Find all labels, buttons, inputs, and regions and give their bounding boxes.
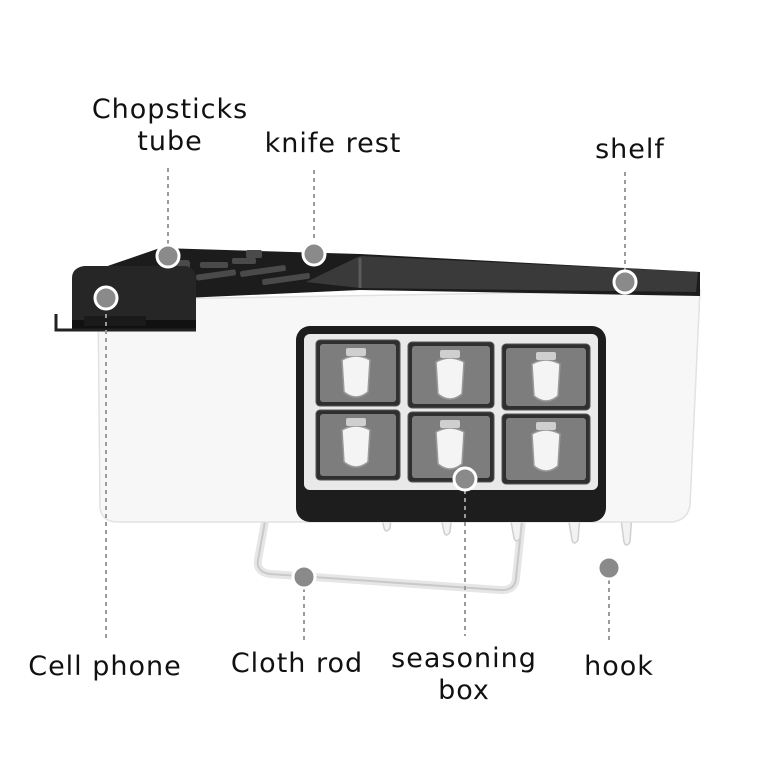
label-shelf: shelf	[595, 134, 665, 165]
label-chopsticks-tube: Chopsticks tube	[91, 94, 249, 157]
leader-lines	[105, 168, 626, 642]
label-seasoning-box: seasoning box	[391, 643, 537, 706]
marker-chopsticks-tube	[155, 243, 181, 269]
label-hook: hook	[584, 651, 654, 682]
marker-cloth-rod	[291, 564, 317, 590]
callout-markers	[93, 241, 638, 590]
label-cloth-rod: Cloth rod	[230, 648, 364, 679]
marker-shelf	[612, 269, 638, 295]
marker-seasoning-box	[452, 466, 478, 492]
label-cell-phone: Cell phone	[28, 651, 182, 682]
marker-hook	[596, 555, 622, 581]
seasoning-drawers	[315, 339, 591, 485]
phone-holder	[72, 266, 196, 324]
shelf-opening	[306, 256, 698, 292]
marker-cell-phone	[93, 285, 119, 311]
marker-knife-rest	[301, 241, 327, 267]
cloth-rod	[253, 501, 526, 595]
knife-slots	[168, 250, 310, 286]
label-knife-rest: knife rest	[264, 128, 402, 159]
